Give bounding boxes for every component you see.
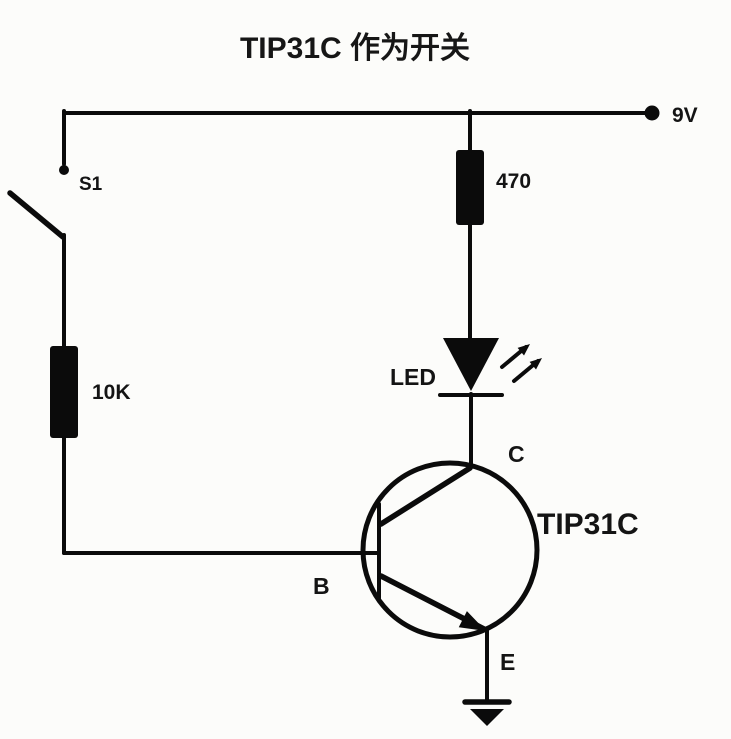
switch-label: S1 (79, 174, 103, 195)
collector-pin-label: C (508, 441, 525, 467)
transistor-emitter-arrowhead-icon (458, 611, 486, 631)
led-label: LED (390, 364, 436, 390)
page-title: TIP31C 作为开关 (240, 32, 470, 65)
resistor-10k-body (50, 346, 78, 438)
led-anode-triangle-icon (443, 338, 499, 391)
supply-terminal-dot (644, 105, 660, 121)
transistor-part-label: TIP31C (537, 508, 639, 541)
base-pin-label: B (313, 573, 330, 599)
transistor-body-circle (360, 460, 540, 640)
switch-lever (7, 190, 66, 240)
transistor-collector-line (378, 465, 473, 527)
led-light-arrowhead-2-icon (529, 358, 542, 370)
ground-symbol-icon (470, 709, 504, 726)
resistor-470-body (456, 150, 484, 225)
switch-contact-dot (59, 165, 69, 175)
supply-voltage-label: 9V (672, 104, 698, 127)
resistor-470-label: 470 (496, 170, 531, 193)
resistor-10k-label: 10K (92, 381, 131, 404)
led-light-arrowhead-1-icon (517, 344, 530, 356)
emitter-pin-label: E (500, 649, 515, 675)
